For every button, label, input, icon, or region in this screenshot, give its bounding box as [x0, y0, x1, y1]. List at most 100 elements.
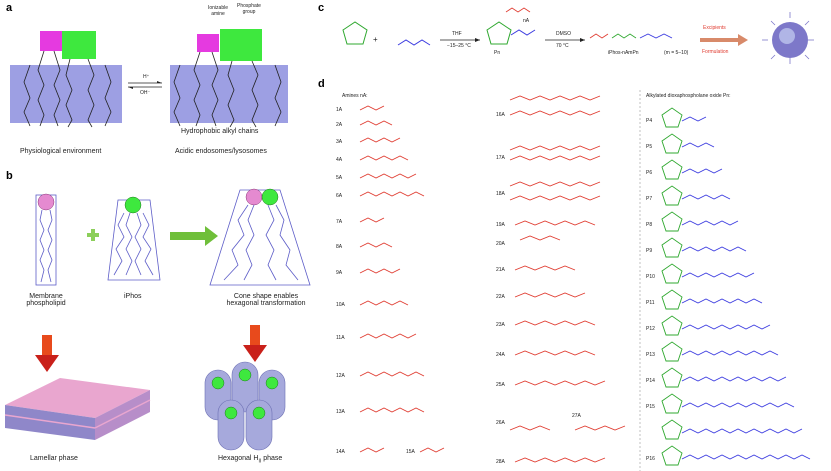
amine-id: 4A [336, 157, 343, 163]
phospholipid-head-combined [245, 188, 263, 206]
amine-chain-col2 [509, 95, 626, 463]
combined-tail [223, 204, 249, 281]
amine-id: 24A [496, 352, 505, 358]
excipients-label: Excipients [703, 25, 726, 31]
pn-ring [486, 21, 512, 45]
amine-id: 5A [336, 175, 343, 181]
svg-text:+: + [373, 35, 378, 44]
alkyl-chain [65, 58, 73, 128]
alkyl-chain [251, 60, 259, 128]
phospholipid-tail [39, 209, 45, 283]
phosphate-square-right [220, 29, 262, 61]
lamellar-side [95, 390, 150, 440]
amine-id: 8A [336, 244, 343, 250]
amine-id: 21A [496, 267, 505, 273]
phospholipid-tail [47, 209, 53, 283]
amine-id: 23A [496, 322, 505, 328]
panel-b-label: b [6, 170, 13, 182]
membrane-box-right [170, 65, 288, 123]
alkyl-chain [87, 58, 95, 128]
amine-id: 27A [572, 413, 581, 419]
nanoparticle-inner [779, 28, 795, 44]
thf-label: THF [452, 31, 462, 37]
pn-id: P7 [646, 196, 653, 202]
pn-id: P14 [646, 378, 655, 384]
panel-d-label: d [318, 78, 325, 90]
physiological-label: Physiological environment [20, 148, 102, 155]
amine-id: 10A [336, 302, 345, 308]
hexagonal-label: Hexagonal HII phase [218, 455, 283, 465]
pn-id: P13 [646, 352, 655, 358]
iphos-tail [125, 212, 133, 276]
amine-id: 20A [496, 241, 505, 247]
alkyl-chain [53, 50, 61, 127]
product-phosphate [611, 33, 637, 39]
down-arrow-shaft-right [250, 325, 260, 347]
transformation-arrow [170, 226, 218, 246]
cone-label: Cone shape enables hexagonal transformat… [226, 293, 306, 307]
amine-id: 22A [496, 294, 505, 300]
iphos-tail [142, 212, 154, 276]
lamellar-stripe [4, 414, 96, 429]
amine-id: 1A [336, 107, 343, 113]
alkyl-chain [23, 64, 31, 127]
arrowhead-icon [128, 87, 133, 89]
combined-cone [209, 189, 311, 286]
amine-id: 7A [336, 219, 343, 225]
acidic-label: Acidic endosomes/lysosomes [175, 148, 267, 155]
lamellar-top [5, 378, 150, 418]
alkyl-chain [104, 64, 112, 127]
formulation-arrow [700, 34, 748, 46]
amine-id: 6A [336, 193, 343, 199]
alkyl-chain [227, 60, 235, 128]
membrane-label: Membrane phospholipid [26, 293, 66, 307]
arrow-bottom-label: OH⁻ [140, 90, 151, 96]
down-arrow-head-right [243, 345, 267, 362]
amine-square-left [40, 31, 62, 51]
amine-id: 17A [496, 155, 505, 161]
lamellar-stripe [94, 399, 151, 429]
combined-tail [275, 204, 299, 281]
amine-id: 28A [496, 459, 505, 465]
dioxaphospholane-header: Alkylated dioxaphospholane oxide Pn: [646, 93, 731, 99]
amines-header: Amines nA: [342, 93, 368, 99]
hydrophobic-label: Hydrophobic alkyl chains [181, 128, 259, 135]
pn-label: Pn [494, 50, 501, 56]
product-tail [639, 33, 673, 39]
panel-a-label: a [6, 2, 13, 14]
lamellar-front [5, 405, 95, 440]
pn-id: P15 [646, 404, 655, 410]
amine-id: 16A [496, 112, 505, 118]
amine-id: 26A [496, 420, 505, 426]
amine-id: 15A [406, 449, 415, 455]
phosphate-square-left [62, 31, 96, 59]
pn-id: P12 [646, 326, 655, 332]
nanoparticle-spikes [762, 12, 814, 64]
pn-id: P9 [646, 248, 653, 254]
amine-id: 12A [336, 373, 345, 379]
amine-id: 19A [496, 222, 505, 228]
dioxaphospholane-ring [342, 21, 368, 45]
amine-id: 11A [336, 335, 345, 341]
temp1-label: −15–25 °C [447, 43, 471, 49]
arrowhead-icon [157, 81, 162, 83]
amine-id: 9A [336, 270, 343, 276]
arrowhead-icon [580, 38, 585, 42]
product-label: iPhos-nAmPn [608, 50, 639, 56]
pn-id: P4 [646, 118, 653, 124]
amine-id: 2A [336, 122, 343, 128]
iphos-head [124, 196, 142, 214]
pn-id: P6 [646, 170, 653, 176]
iphos-label: iPhos [124, 293, 142, 300]
alkyl-chain [274, 64, 282, 127]
phospholipid-head [37, 193, 55, 211]
down-arrow-shaft-left [42, 335, 52, 357]
amine-id: 18A [496, 191, 505, 197]
pn-id: P5 [646, 144, 653, 150]
pn-chain [510, 29, 536, 36]
pn-structures [661, 107, 811, 466]
ionizable-amine-label: Ionizable amine [207, 5, 228, 17]
dmso-label: DMSO [556, 31, 571, 37]
alkyl-chain [211, 51, 219, 127]
